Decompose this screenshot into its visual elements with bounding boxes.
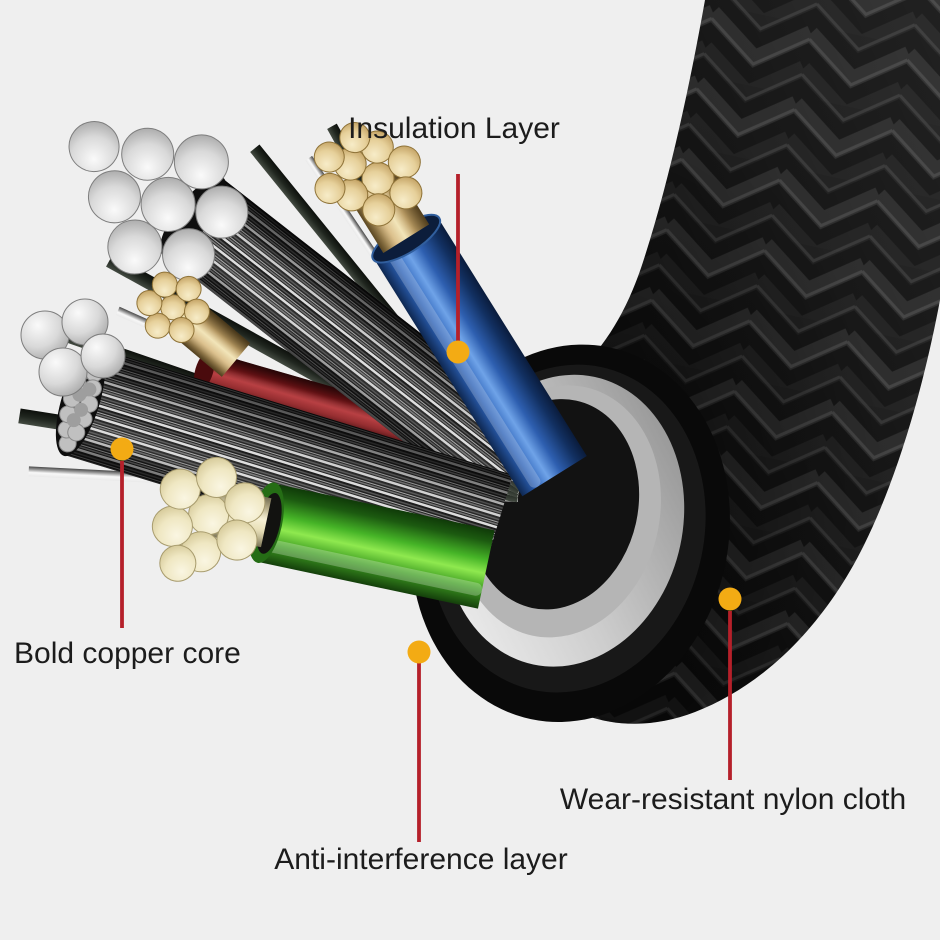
callouts xyxy=(110,174,742,842)
label-anti-interference-layer: Anti-interference layer xyxy=(274,843,568,876)
marker-dot-wear-resistant-nylon-cloth xyxy=(718,587,742,611)
cream-copper-rods xyxy=(151,456,266,582)
label-bold-copper-core: Bold copper core xyxy=(14,637,241,670)
silver-shield-bundle-top xyxy=(68,121,550,510)
blue-insulation-wire xyxy=(313,122,587,497)
label-wear-resistant-nylon-cloth: Wear-resistant nylon cloth xyxy=(559,783,907,816)
marker-dot-insulation-layer xyxy=(446,340,470,364)
gold-copper-rods xyxy=(313,122,423,227)
silver-rods-corner xyxy=(20,298,126,397)
label-insulation-layer: Insulation Layer xyxy=(348,112,560,145)
marker-dot-bold-copper-core xyxy=(110,437,134,461)
green-insulation-wire xyxy=(151,456,495,609)
gold-strand-bundle-small xyxy=(136,271,251,377)
silver-copper-rods xyxy=(68,121,249,282)
marker-dot-anti-interference-layer xyxy=(407,640,431,664)
